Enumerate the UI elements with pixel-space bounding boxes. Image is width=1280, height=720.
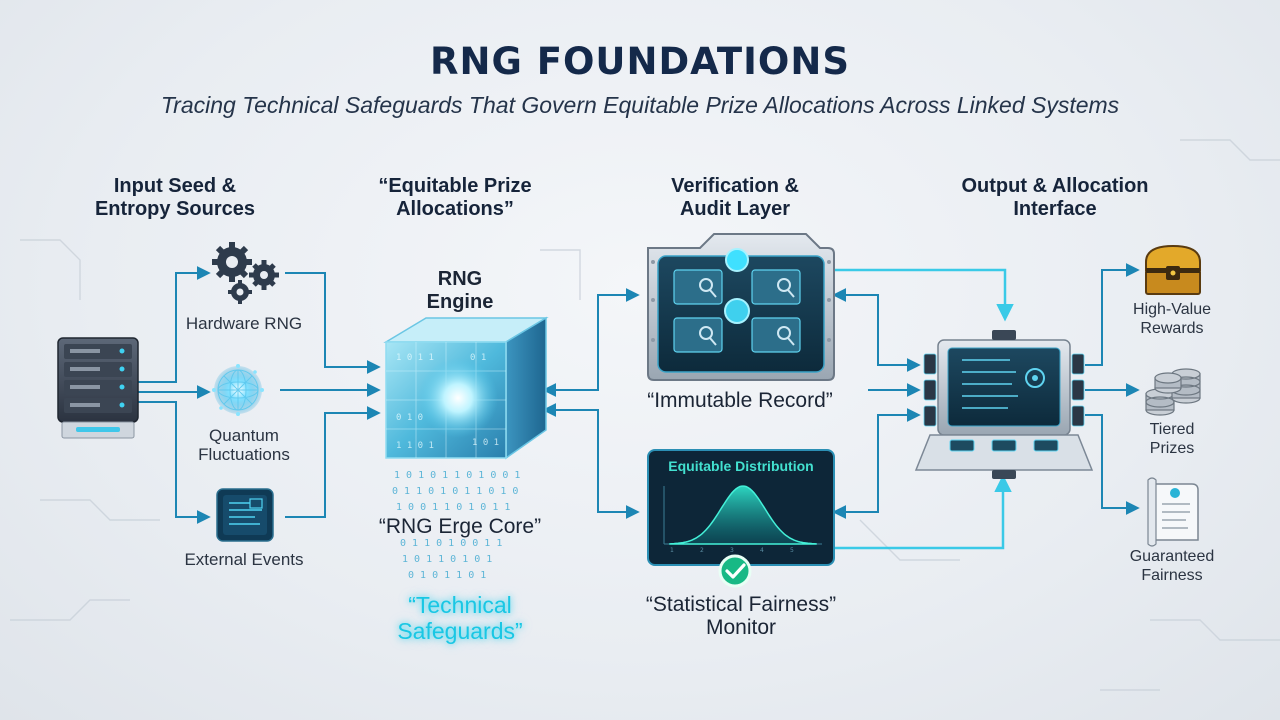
- engine-core-label: “RNG Erge Core”: [378, 515, 542, 538]
- page-title: RNG FOUNDATIONS: [430, 40, 850, 83]
- column-heading-output: Output & Allocation Interface: [961, 175, 1149, 220]
- svg-text:1 0 1 1: 1 0 1 1: [396, 353, 434, 363]
- svg-text:0 1 0 1 1 0 1: 0 1 0 1 1 0 1: [408, 570, 486, 581]
- immutable-record-label: “Immutable Record”: [647, 389, 833, 412]
- svg-text:0 1 1 0 1 0 1 1 0 1 0: 0 1 1 0 1 0 1 1 0 1 0: [392, 486, 518, 497]
- rng-engine-cube: 1 0 1 1 0 1 0 1 0 1 0 1 1 1 0 1: [383, 316, 549, 460]
- source-label-hardware-rng: Hardware RNG: [185, 314, 303, 333]
- engine-label: RNG Engine: [426, 268, 494, 313]
- interface-feed-lines: [835, 268, 1014, 550]
- svg-text:2: 2: [700, 547, 704, 554]
- svg-text:1 0 1 1 0 1 0 1: 1 0 1 1 0 1 0 1: [402, 554, 492, 565]
- svg-text:1 1 0 1: 1 1 0 1: [396, 441, 434, 451]
- treasure-chest-icon: [1145, 244, 1201, 295]
- event-window-icon: [216, 488, 274, 542]
- background-circuit-traces: [10, 139, 1280, 691]
- source-label-quantum: Quantum Fluctuations: [198, 426, 290, 464]
- column-heading-input: Input Seed & Entropy Sources: [94, 175, 256, 220]
- chart-title: Equitable Distribution: [668, 458, 814, 474]
- statistical-fairness-label: “Statistical Fairness” Monitor: [645, 593, 837, 639]
- column-heading-verification: Verification & Audit Layer: [671, 175, 799, 220]
- binary-stream: 1 0 1 0 1 1 0 1 0 0 1 0 1 1 0 1 0 1 1 0 …: [392, 470, 520, 581]
- gears-icon: [212, 242, 279, 304]
- server-rack-icon: [57, 337, 139, 439]
- quantum-orb-icon: [212, 364, 264, 416]
- output-label-fairness: Guaranteed Fairness: [1129, 548, 1215, 584]
- svg-text:0 1: 0 1: [470, 353, 486, 363]
- audit-vault-panel: [647, 233, 835, 381]
- svg-text:1: 1: [670, 547, 674, 554]
- output-label-tiered: Tiered Prizes: [1149, 421, 1195, 457]
- svg-text:0 1 0: 0 1 0: [396, 413, 423, 423]
- bell-curve: [669, 485, 817, 545]
- svg-text:1 0 0 1 1 0 1 0 1 1: 1 0 0 1 1 0 1 0 1 1: [396, 502, 510, 513]
- input-connectors: [138, 266, 381, 524]
- coin-stack-icon: [1145, 368, 1201, 416]
- fairness-monitor-panel: 1 2 3 4 5: [647, 449, 835, 588]
- svg-text:3: 3: [730, 547, 734, 554]
- allocation-interface-laptop: [914, 330, 1094, 479]
- column-heading-equitable: “Equitable Prize Allocations”: [378, 175, 532, 220]
- output-connectors: [1085, 263, 1140, 515]
- source-label-external-events: External Events: [184, 550, 304, 569]
- certificate-icon: [1147, 477, 1199, 547]
- page-subtitle: Tracing Technical Safeguards That Govern…: [160, 92, 1120, 118]
- svg-text:0 1 1 0 1 0 0 1 1: 0 1 1 0 1 0 0 1 1: [400, 538, 502, 549]
- technical-safeguards-label: “Technical Safeguards”: [397, 592, 523, 644]
- engine-connectors: [542, 288, 921, 519]
- svg-text:1 0 1 0 1 1 0 1 0 0 1: 1 0 1 0 1 1 0 1 0 0 1: [394, 470, 520, 481]
- svg-text:1 0 1: 1 0 1: [472, 438, 499, 448]
- svg-text:4: 4: [760, 547, 764, 554]
- svg-text:5: 5: [790, 547, 794, 554]
- output-label-high-value: High-Value Rewards: [1133, 301, 1211, 337]
